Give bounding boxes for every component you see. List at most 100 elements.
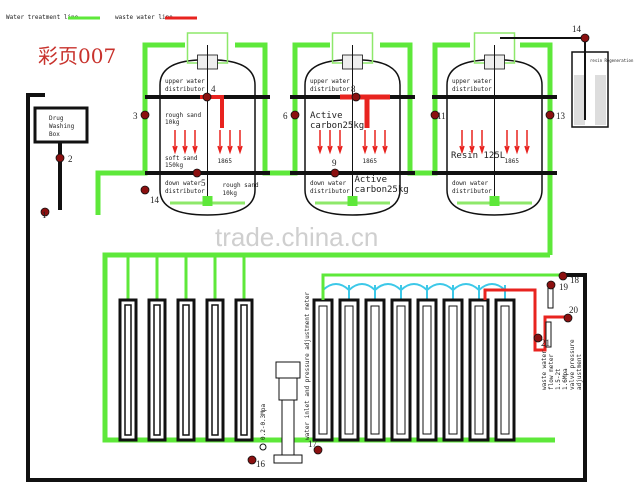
flow-arrow [182, 130, 188, 155]
tank-label: 1865 [505, 158, 520, 165]
ro-membrane [338, 283, 376, 442]
drug-box-label: Drug [49, 115, 64, 122]
drug-box-label: Box [49, 131, 60, 138]
valve-14: 14 [140, 185, 160, 205]
label: adjustment [576, 353, 583, 390]
valve-number: 11 [437, 111, 446, 121]
resin-regeneration-tank: resin Regeneration [500, 37, 634, 128]
valve-icon [202, 92, 212, 102]
drug-washing-box: Drug Washing Box [33, 106, 89, 144]
flow-arrow [504, 130, 510, 155]
valve-17: 17 [308, 439, 323, 455]
membrane-link [452, 283, 480, 291]
valve-14: 14 [572, 24, 590, 43]
valve-number: 14 [572, 24, 582, 34]
valve-5: 5 [192, 168, 206, 188]
flow-arrow [237, 130, 243, 155]
tank-label: Resin 125L [451, 151, 505, 161]
right-labels: waste water flow meter 1.5-2t 1.6Mpa val… [483, 282, 583, 390]
ro-membrane [364, 283, 402, 442]
flow-arrow [192, 130, 198, 155]
valve-icon [546, 280, 556, 290]
membrane-link [374, 283, 402, 291]
valve-6: 6 [283, 110, 300, 121]
valve-number: 8 [351, 84, 356, 94]
flow-meter [545, 321, 552, 348]
tank-label: rough sand [165, 112, 202, 119]
valve-icon [580, 33, 590, 43]
tank-label: down water [310, 180, 347, 187]
valve-13: 13 [545, 110, 566, 121]
tank-label: Active [310, 111, 343, 121]
tank-label: carbon25kg [310, 121, 364, 131]
valve-icon [313, 445, 323, 455]
valve-number: 19 [559, 282, 569, 292]
flow-arrow [362, 130, 368, 155]
ro-membrane [468, 283, 506, 442]
tank-label: 1865 [363, 158, 378, 165]
flow-arrow [317, 130, 323, 155]
valve-icon [558, 271, 568, 281]
tank-label: upper water [310, 78, 350, 85]
tank-label: 10kg [165, 119, 180, 126]
valve-number: 13 [556, 111, 566, 121]
valve-number: 14 [150, 195, 160, 205]
tank-label: soft sand [165, 155, 198, 162]
membrane-link [400, 283, 428, 291]
flow-arrow [172, 130, 178, 155]
valve-icon [545, 110, 555, 120]
valve-number: 21 [541, 338, 550, 348]
valve-icon [140, 110, 150, 120]
label: valve pressure [569, 339, 576, 390]
precision-filter [176, 255, 196, 442]
valve-number: 17 [308, 439, 318, 449]
salt-tank-label: resin Regeneration [590, 58, 634, 63]
tank-label: 10kg [223, 190, 238, 197]
valve-icon [40, 207, 50, 217]
valve-1: 1 [40, 207, 50, 220]
valve-8: 8 [351, 84, 361, 102]
precision-filter [118, 255, 138, 442]
membrane-link [348, 283, 376, 291]
pressure-gauge [259, 443, 267, 451]
flow-arrow [337, 130, 343, 155]
tank-label: 150kg [165, 162, 183, 169]
watermark: trade.china.cn [215, 222, 378, 252]
valve-number: 16 [256, 459, 266, 469]
gauge-label: 0.2-0.3Mpa [260, 403, 267, 440]
ro-membrane [416, 283, 454, 442]
legend-treatment-label: Water treatment line [6, 14, 79, 21]
drug-box-label: Washing [49, 123, 75, 130]
valve-icon [290, 110, 300, 120]
tank-label: distributor [452, 188, 492, 195]
label: flow meter [548, 353, 555, 390]
flow-arrow [524, 130, 530, 155]
valve-number: 4 [211, 84, 216, 94]
ro-membrane [390, 283, 428, 442]
tank-label: distributor [165, 188, 205, 195]
flow-arrow [372, 130, 378, 155]
flow-arrow [382, 130, 388, 155]
valve-number: 1 [42, 210, 47, 220]
legend: Water treatment line waste water line [6, 14, 197, 21]
valve-2: 2 [55, 153, 73, 164]
flow-arrow [514, 130, 520, 155]
valve-icon [192, 168, 202, 178]
ro-membrane [442, 283, 480, 442]
tank-label: Active [355, 175, 388, 185]
valve-icon [330, 168, 340, 178]
flow-arrow [459, 130, 465, 155]
tank-label: down water [452, 180, 489, 187]
pump: 0.2-0.3Mpa water inlet and pressure adju… [259, 292, 311, 464]
label: 1.5-2t [555, 368, 562, 390]
treatment-line-ro [321, 273, 560, 300]
waste-line [483, 288, 570, 352]
label: 1.6Mpa [562, 368, 569, 390]
valve-icon [55, 153, 65, 163]
distributor-hub [347, 196, 358, 206]
valve-16: 16 [247, 455, 266, 469]
flow-arrow [217, 130, 223, 155]
